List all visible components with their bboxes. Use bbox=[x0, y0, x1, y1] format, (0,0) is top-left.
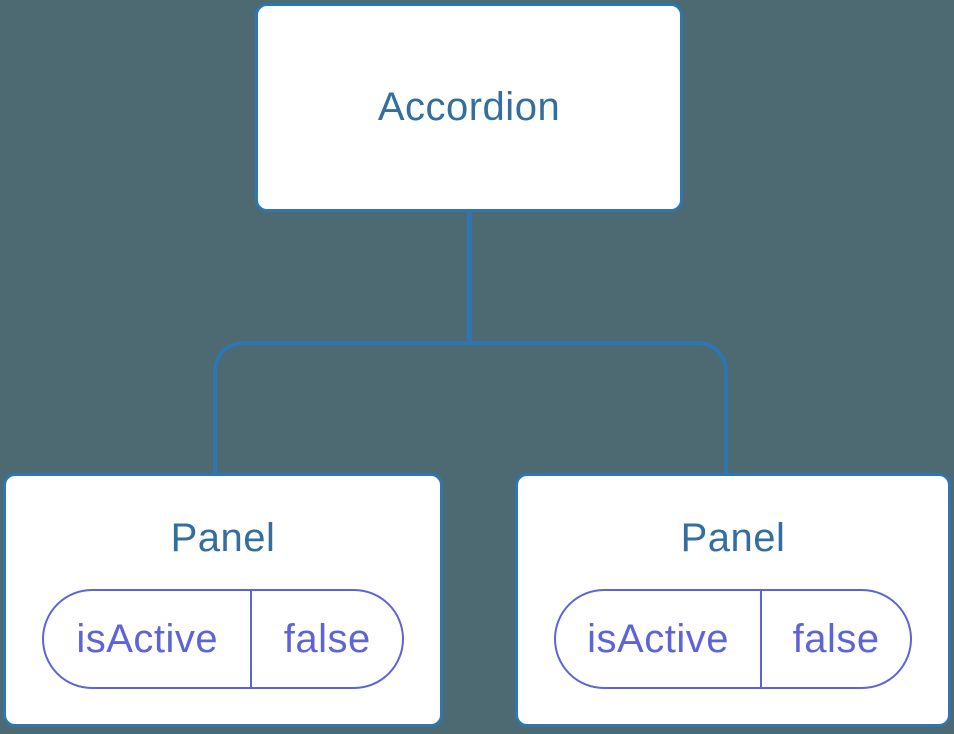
node-accordion-label: Accordion bbox=[377, 85, 561, 129]
state-key-label: isActive bbox=[556, 591, 763, 687]
connector-stem-line bbox=[467, 209, 472, 345]
node-panel-left-label: Panel bbox=[170, 516, 276, 560]
node-panel-right-label: Panel bbox=[680, 516, 786, 560]
state-key-label: isActive bbox=[44, 591, 253, 687]
connector-branch-lines bbox=[213, 341, 728, 473]
state-pill-left: isActive false bbox=[42, 589, 404, 689]
node-panel-right: Panel isActive false bbox=[515, 473, 951, 727]
state-value-label: false bbox=[792, 616, 880, 661]
node-panel-left: Panel isActive false bbox=[3, 473, 443, 727]
node-accordion: Accordion bbox=[255, 3, 683, 212]
state-value-label: false bbox=[283, 616, 371, 661]
state-pill-right: isActive false bbox=[554, 589, 912, 689]
